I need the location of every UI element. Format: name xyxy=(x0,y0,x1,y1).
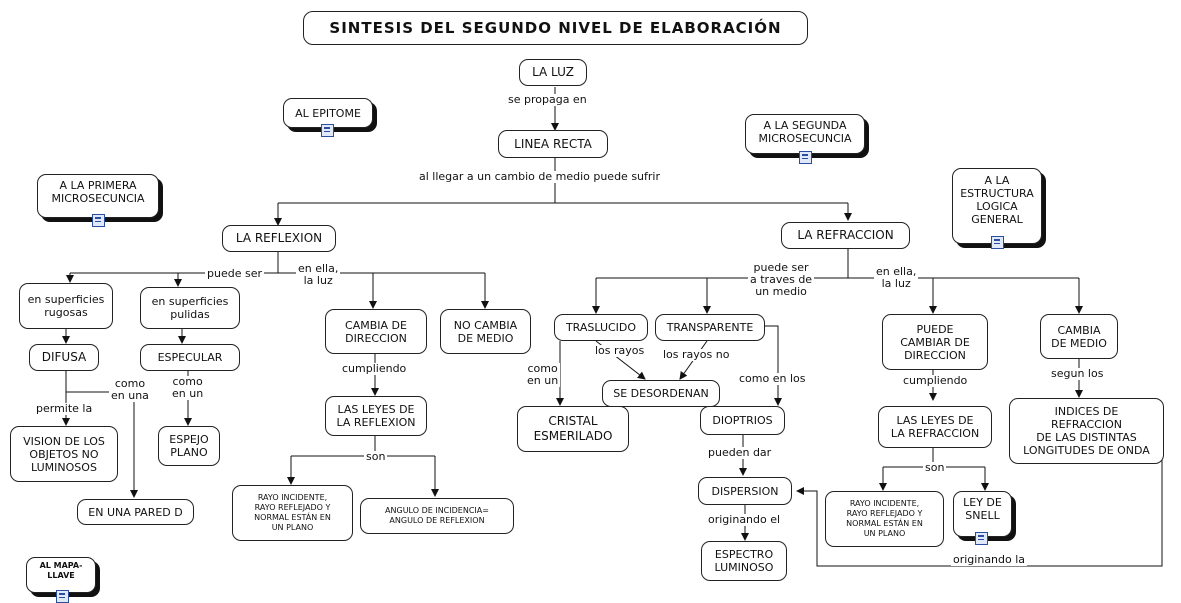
node-espejo-plano[interactable]: ESPEJO PLANO xyxy=(158,426,220,466)
link-originando-el: originando el xyxy=(706,513,783,526)
node-primera-microsecuncia-label: A LA PRIMERA MICROSECUNCIA xyxy=(51,179,145,205)
node-superficies-rugosas[interactable]: en superficies rugosas xyxy=(19,283,113,329)
node-primera-microsecuncia[interactable]: A LA PRIMERA MICROSECUNCIA xyxy=(37,174,159,218)
node-al-mapa-llave-label: AL MAPA- LLAVE xyxy=(39,561,83,580)
concept-map-icon[interactable] xyxy=(991,236,1004,249)
link-originando-la: originando la xyxy=(951,553,1028,566)
node-estructura-logica-label: A LA ESTRUCTURA LOGICA GENERAL xyxy=(960,174,1034,226)
node-cambia-direccion[interactable]: CAMBIA DE DIRECCION xyxy=(325,309,427,354)
link-permite-la: permite la xyxy=(34,402,95,415)
node-ley-de-snell[interactable]: LEY DE SNELL xyxy=(953,491,1012,537)
node-no-cambia-medio[interactable]: NO CAMBIA DE MEDIO xyxy=(440,309,531,354)
node-espectro-luminoso[interactable]: ESPECTRO LUMINOSO xyxy=(701,541,787,581)
link-los-rayos-no: los rayos no xyxy=(661,348,732,361)
node-rayo-incidente-1[interactable]: RAYO INCIDENTE, RAYO REFLEJADO Y NORMAL … xyxy=(232,485,353,541)
node-linea-recta[interactable]: LINEA RECTA xyxy=(498,130,608,158)
concept-map-icon[interactable] xyxy=(56,590,69,603)
link-como-en-un-2: como en un xyxy=(525,362,561,387)
concept-map-icon[interactable] xyxy=(799,151,812,164)
link-los-rayos: los rayos xyxy=(593,344,647,357)
node-indices-refraccion[interactable]: INDICES DE REFRACCION DE LAS DISTINTAS L… xyxy=(1009,398,1164,464)
node-pared[interactable]: EN UNA PARED D xyxy=(77,499,194,525)
node-cristal-esmerilado[interactable]: CRISTAL ESMERILADO xyxy=(517,406,629,452)
document-icon[interactable] xyxy=(975,532,988,545)
link-como-en-los: como en los xyxy=(737,372,808,385)
concept-map-icon[interactable] xyxy=(92,214,105,227)
link-en-ella-1: en ella, la luz xyxy=(296,262,341,287)
concept-map-icon[interactable] xyxy=(321,124,334,137)
node-se-desordenan[interactable]: SE DESORDENAN xyxy=(602,380,720,407)
node-difusa[interactable]: DIFUSA xyxy=(29,344,99,371)
node-leyes-reflexion[interactable]: LAS LEYES DE LA REFLEXION xyxy=(325,396,427,436)
link-cumpliendo-2: cumpliendo xyxy=(901,374,970,387)
link-cumpliendo-1: cumpliendo xyxy=(340,362,409,375)
link-pueden-dar: pueden dar xyxy=(706,446,774,459)
node-vision-objetos[interactable]: VISION DE LOS OBJETOS NO LUMINOSOS xyxy=(10,426,118,482)
node-cambia-de-medio[interactable]: CAMBIA DE MEDIO xyxy=(1040,314,1118,359)
node-al-epitome[interactable]: AL EPITOME xyxy=(283,98,373,128)
node-estructura-logica[interactable]: A LA ESTRUCTURA LOGICA GENERAL xyxy=(952,168,1042,244)
node-traslucido[interactable]: TRASLUCIDO xyxy=(554,314,648,341)
link-puede-ser-2: puede ser a traves de un medio xyxy=(748,261,815,298)
node-segunda-microsecuncia[interactable]: A LA SEGUNDA MICROSECUNCIA xyxy=(745,114,865,154)
node-ley-de-snell-label: LEY DE SNELL xyxy=(963,496,1002,522)
node-leyes-refraccion[interactable]: LAS LEYES DE LA REFRACCION xyxy=(878,406,992,448)
node-transparente[interactable]: TRANSPARENTE xyxy=(655,314,765,341)
link-segun-los: segun los xyxy=(1049,367,1106,380)
node-la-luz[interactable]: LA LUZ xyxy=(519,59,587,86)
node-rayo-incidente-2[interactable]: RAYO INCIDENTE, RAYO REFLEJADO Y NORMAL … xyxy=(825,491,944,547)
link-como-en-una: como en una xyxy=(109,377,151,402)
link-son-2: son xyxy=(923,461,947,474)
node-segunda-microsecuncia-label: A LA SEGUNDA MICROSECUNCIA xyxy=(758,119,852,145)
link-se-propaga-en: se propaga en xyxy=(506,93,589,106)
node-angulo-incidencia[interactable]: ANGULO DE INCIDENCIA= ANGULO DE REFLEXIO… xyxy=(360,498,514,534)
node-dispersion[interactable]: DISPERSION xyxy=(698,477,792,505)
node-al-epitome-label: AL EPITOME xyxy=(295,106,361,120)
map-title: SINTESIS DEL SEGUNDO NIVEL DE ELABORACIÓ… xyxy=(303,11,808,45)
node-dioptrios[interactable]: DIOPTRIOS xyxy=(700,406,785,435)
link-puede-ser-1: puede ser xyxy=(205,267,264,280)
node-superficies-pulidas[interactable]: en superficies pulidas xyxy=(140,287,240,329)
node-la-reflexion[interactable]: LA REFLEXION xyxy=(222,225,336,252)
node-la-refraccion[interactable]: LA REFRACCION xyxy=(781,222,910,249)
link-en-ella-2: en ella, la luz xyxy=(874,265,919,290)
node-puede-cambiar-direccion[interactable]: PUEDE CAMBIAR DE DIRECCION xyxy=(882,314,988,370)
link-al-llegar: al llegar a un cambio de medio puede suf… xyxy=(417,170,663,183)
link-son-1: son xyxy=(364,450,388,463)
node-especular[interactable]: ESPECULAR xyxy=(140,344,240,371)
link-como-en-un-1: como en un xyxy=(170,375,206,400)
node-al-mapa-llave[interactable]: AL MAPA- LLAVE xyxy=(26,557,96,593)
